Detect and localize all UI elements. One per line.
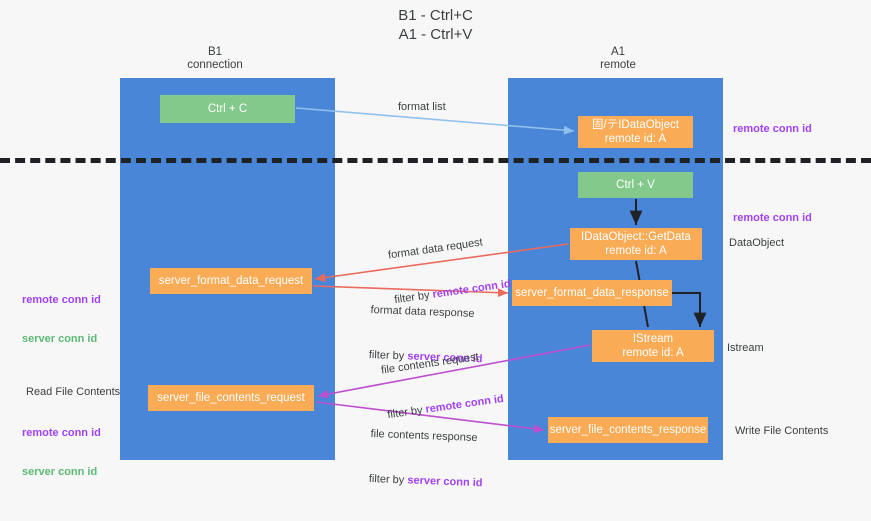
edge-label-file-contents-response: file contents response filter by server … — [367, 397, 485, 521]
filter-key: server conn id — [407, 474, 483, 490]
filter-prefix: filter by — [368, 472, 408, 487]
annotation-dataobject: DataObject — [729, 237, 785, 249]
legend-server-conn-id: server conn id — [22, 333, 98, 345]
column-header-a1: A1 remote — [600, 46, 636, 71]
annotation-remote-conn-id-top: remote conn id — [733, 123, 812, 135]
edge-label-line1: file contents request — [380, 350, 480, 377]
edge-label-line1: file contents response — [370, 427, 478, 445]
legend-conn-ids-upper: remote conn id server conn id — [22, 268, 101, 372]
legend-server-conn-id: server conn id — [22, 466, 98, 478]
node-server-file-contents-response[interactable]: server_file_contents_response — [548, 417, 708, 443]
node-idataobject-getdata[interactable]: IDataObject::GetData remote id: A — [570, 228, 702, 260]
edge-label-line1: format data request — [387, 236, 484, 262]
node-ctrl-v[interactable]: Ctrl + V — [578, 172, 693, 198]
annotation-remote-conn-id-mid: remote conn id — [733, 212, 812, 224]
edge-label-line1: format data response — [370, 303, 475, 320]
annotation-write-file-contents: Write File Contents — [735, 425, 829, 437]
legend-remote-conn-id: remote conn id — [22, 427, 101, 439]
node-istream[interactable]: IStream remote id: A — [592, 330, 714, 362]
page-title: B1 - Ctrl+C A1 - Ctrl+V — [398, 7, 473, 43]
phase-divider — [0, 158, 871, 163]
annotation-istream: Istream — [727, 342, 764, 354]
node-server-file-contents-request[interactable]: server_file_contents_request — [148, 385, 314, 411]
node-idataobject[interactable]: 固/テIDataObject remote id: A — [578, 116, 693, 148]
edge-label-line2: filter by server conn id — [369, 472, 483, 491]
annotation-read-file-contents: Read File Contents — [26, 386, 121, 398]
node-server-format-data-response[interactable]: server_format_data_response — [512, 280, 672, 306]
edge-label-format-list: format list — [398, 101, 446, 113]
column-header-b1: B1 connection — [187, 46, 243, 71]
diagram-canvas: B1 - Ctrl+C A1 - Ctrl+V B1 connection A1… — [0, 7, 871, 489]
legend-conn-ids-lower: remote conn id server conn id — [22, 401, 101, 505]
legend-remote-conn-id: remote conn id — [22, 294, 101, 306]
node-server-format-data-request[interactable]: server_format_data_request — [150, 268, 312, 294]
node-ctrl-c[interactable]: Ctrl + C — [160, 95, 295, 123]
